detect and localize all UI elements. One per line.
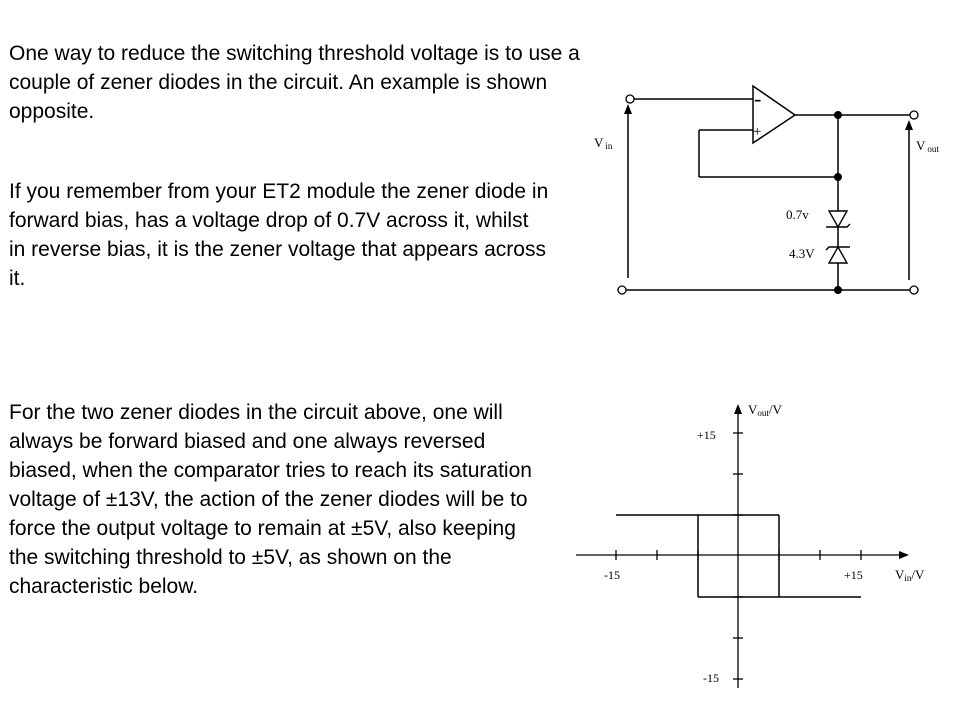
- hysteresis-loop: [616, 514, 861, 598]
- diode-forward-label: 0.7v: [786, 207, 809, 222]
- feedback-junction: [834, 173, 842, 181]
- intro-paragraph: One way to reduce the switching threshol…: [9, 42, 580, 123]
- vout-bottom-terminal: [909, 285, 919, 295]
- vout-top-terminal: [909, 110, 919, 120]
- x-tick-label-right: +15: [844, 568, 863, 582]
- output-junction: [834, 111, 842, 119]
- zener-diode-reverse: [825, 245, 850, 264]
- ground-junction: [834, 286, 842, 294]
- op-amp-minus-sign: -: [754, 86, 761, 111]
- op-amp-plus-sign: +: [753, 124, 761, 140]
- zener-bias-paragraph: If you remember from your ET2 module the…: [9, 180, 549, 290]
- x-axis-arrowhead: [899, 551, 909, 559]
- y-axis-label: Vout/V: [748, 402, 783, 418]
- vout-arrowhead: [905, 120, 913, 130]
- diode-reverse-label: 4.3V: [789, 246, 815, 261]
- y-tick-label-top: +15: [697, 428, 716, 442]
- zener-diode-forward: [826, 210, 851, 229]
- y-axis-arrowhead: [734, 404, 742, 414]
- y-tick-label-bottom: -15: [703, 671, 719, 685]
- x-tick-label-left: -15: [604, 568, 620, 582]
- vin-top-terminal: [625, 94, 635, 104]
- comparator-explanation-paragraph: For the two zener diodes in the circuit …: [9, 401, 532, 598]
- vin-arrowhead: [624, 104, 632, 114]
- x-axis-label: Vin/V: [895, 567, 925, 583]
- vin-bottom-terminal: [617, 285, 627, 295]
- op-amp-triangle: [752, 84, 797, 145]
